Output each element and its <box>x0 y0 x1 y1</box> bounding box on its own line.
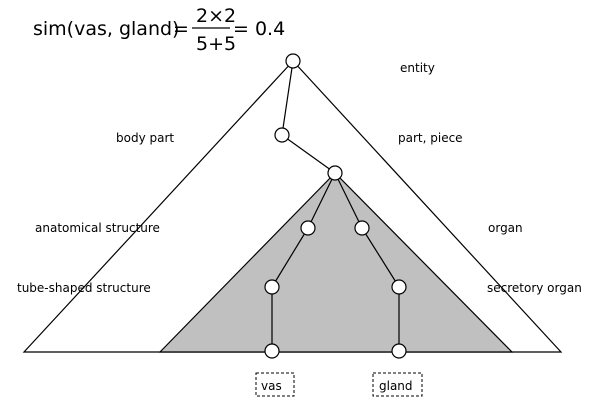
label-anatomical-structure: anatomical structure <box>35 221 160 235</box>
node-vas <box>264 343 280 359</box>
node-gland <box>391 343 407 359</box>
label-organ: organ <box>488 221 523 235</box>
leaf-label-gland: gland <box>379 379 413 393</box>
label-part-piece: part, piece <box>398 131 463 145</box>
node-secretory-organ <box>391 279 407 295</box>
tree-edges <box>271 60 400 351</box>
formula-result: = 0.4 <box>233 18 285 40</box>
node-part-piece <box>274 127 290 143</box>
edge <box>334 172 363 229</box>
node-tube-shaped-structure <box>264 279 280 295</box>
leaf-box-vas <box>255 372 295 397</box>
edge <box>361 227 400 288</box>
similarity-formula: sim(vas, gland) = 2×2 5+5 = 0.4 <box>33 5 285 55</box>
edge <box>271 227 309 288</box>
edge <box>281 60 294 136</box>
label-body-part: body part <box>116 131 174 145</box>
tree-nodes <box>264 53 407 359</box>
common-subsumer-region <box>158 172 514 353</box>
label-tube-shaped-structure: tube-shaped structure <box>17 281 151 295</box>
node-entity <box>285 53 301 69</box>
formula-lhs: sim(vas, gland) <box>33 18 179 40</box>
leaf-vas-box: vas <box>255 372 295 397</box>
leaf-box-gland <box>372 372 423 397</box>
node-anatomical-structure <box>300 220 316 236</box>
leaf-gland-box: gland <box>372 372 423 397</box>
label-secretory-organ: secretory organ <box>487 281 582 295</box>
node-organ <box>354 220 370 236</box>
formula-numerator: 2×2 <box>196 5 236 27</box>
edge <box>281 134 336 174</box>
edge <box>307 172 336 229</box>
label-entity: entity <box>400 61 435 75</box>
leaf-label-vas: vas <box>261 379 282 393</box>
formula-denominator: 5+5 <box>196 33 236 55</box>
formula-equals: = <box>173 18 189 40</box>
node-common-subsumer <box>327 165 343 181</box>
